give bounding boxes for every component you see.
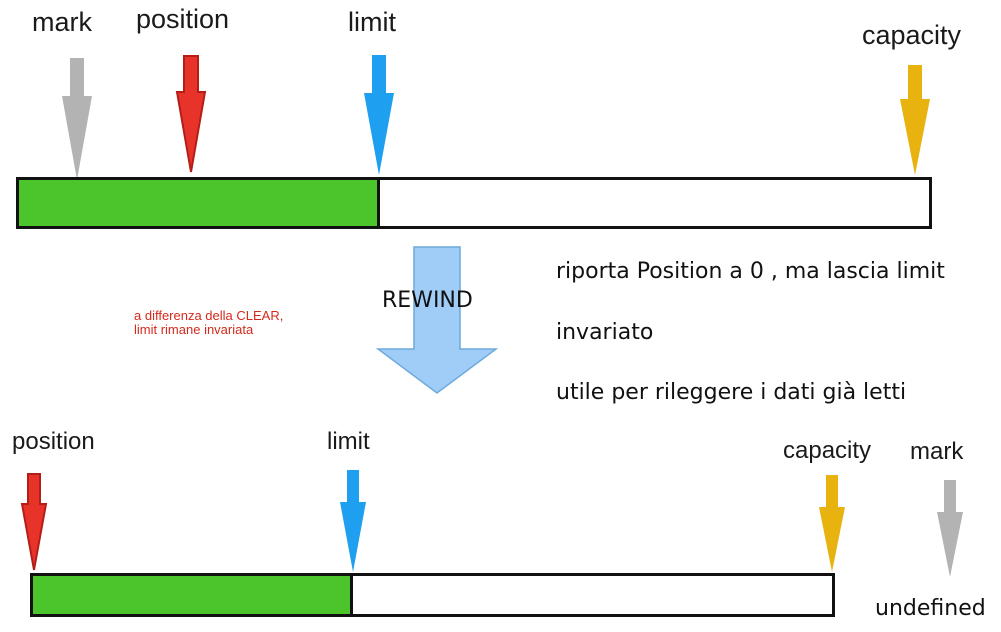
- top-position-arrow: [175, 55, 207, 173]
- top-buffer-bar: [16, 177, 932, 229]
- bottom-buffer-bar: [30, 573, 835, 617]
- top-mark-label: mark: [32, 7, 92, 37]
- bottom-capacity-arrow: [819, 475, 845, 572]
- bottom-limit-label: limit: [327, 428, 370, 455]
- top-limit-arrow: [364, 55, 394, 175]
- top-mark-arrow: [62, 58, 92, 180]
- description-line-2: invariato: [556, 320, 654, 345]
- mark-undefined-label: undefined: [875, 596, 986, 621]
- bottom-buffer-filled: [33, 576, 353, 614]
- bottom-position-label: position: [12, 428, 95, 455]
- bottom-mark-label: mark: [910, 438, 964, 465]
- bottom-position-arrow: [20, 473, 48, 571]
- top-capacity-label: capacity: [862, 20, 962, 50]
- note-line-2: limit rimane invariata: [134, 322, 254, 337]
- top-buffer-filled: [19, 180, 381, 226]
- description-line-1: riporta Position a 0 , ma lascia limit: [556, 259, 945, 284]
- operation-title: REWIND: [382, 288, 473, 313]
- top-capacity-arrow: [900, 65, 930, 175]
- bottom-mark-arrow: [937, 480, 963, 577]
- bottom-capacity-label: capacity: [783, 437, 872, 464]
- top-limit-label: limit: [348, 7, 396, 37]
- description-line-3: utile per rileggere i dati già letti: [556, 380, 907, 405]
- operation-note: a differenza della CLEAR, limit rimane i…: [134, 309, 283, 337]
- rewind-arrow: [375, 246, 499, 394]
- note-line-1: a differenza della CLEAR,: [134, 308, 284, 323]
- bottom-limit-arrow: [340, 470, 366, 572]
- top-position-label: position: [136, 4, 230, 34]
